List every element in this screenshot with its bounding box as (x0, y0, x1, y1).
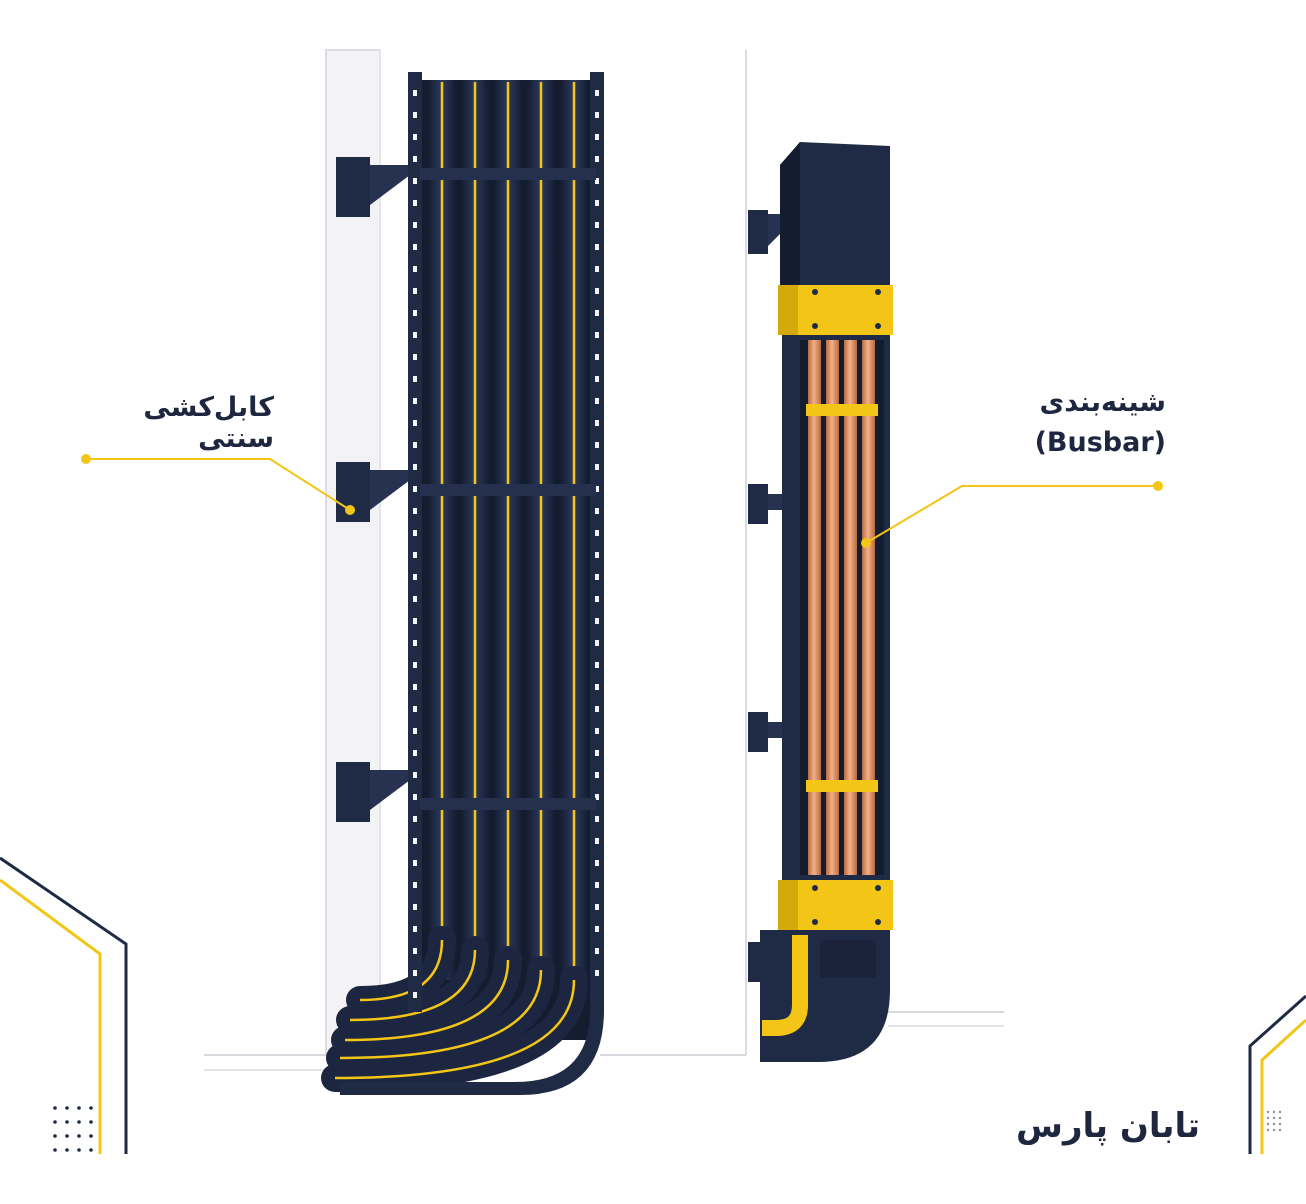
busbar-joint-bottom (778, 880, 893, 930)
brand-name: تابان پارس (990, 1106, 1200, 1146)
busbar-top-enclosure (780, 142, 890, 285)
label-busbar: شینه‌بندی (Busbar) (1000, 383, 1166, 463)
callout-traditional (81, 454, 355, 515)
busbar-elbow (760, 930, 890, 1062)
tray-strap-top (420, 168, 596, 180)
decor-corner-right (1250, 996, 1306, 1154)
dot-grid-left (53, 1106, 93, 1152)
decor-corner-left (0, 858, 126, 1154)
busbar-spacer-bottom (806, 780, 878, 792)
tray-strap-middle (420, 484, 596, 496)
tray-strap-bottom (420, 798, 596, 810)
dot-grid-right (1267, 1111, 1281, 1131)
busbar-joint-top (778, 285, 893, 335)
label-busbar-english: (Busbar) (1000, 423, 1166, 463)
label-traditional-cabling: کابل‌کشی سنتی (60, 392, 274, 454)
tray-rail-left (408, 72, 422, 1012)
busbar-spacer-top (806, 404, 878, 416)
callout-busbar (861, 481, 1163, 548)
busbar-illustration (748, 142, 893, 1062)
label-busbar-persian: شینه‌بندی (1000, 383, 1166, 423)
